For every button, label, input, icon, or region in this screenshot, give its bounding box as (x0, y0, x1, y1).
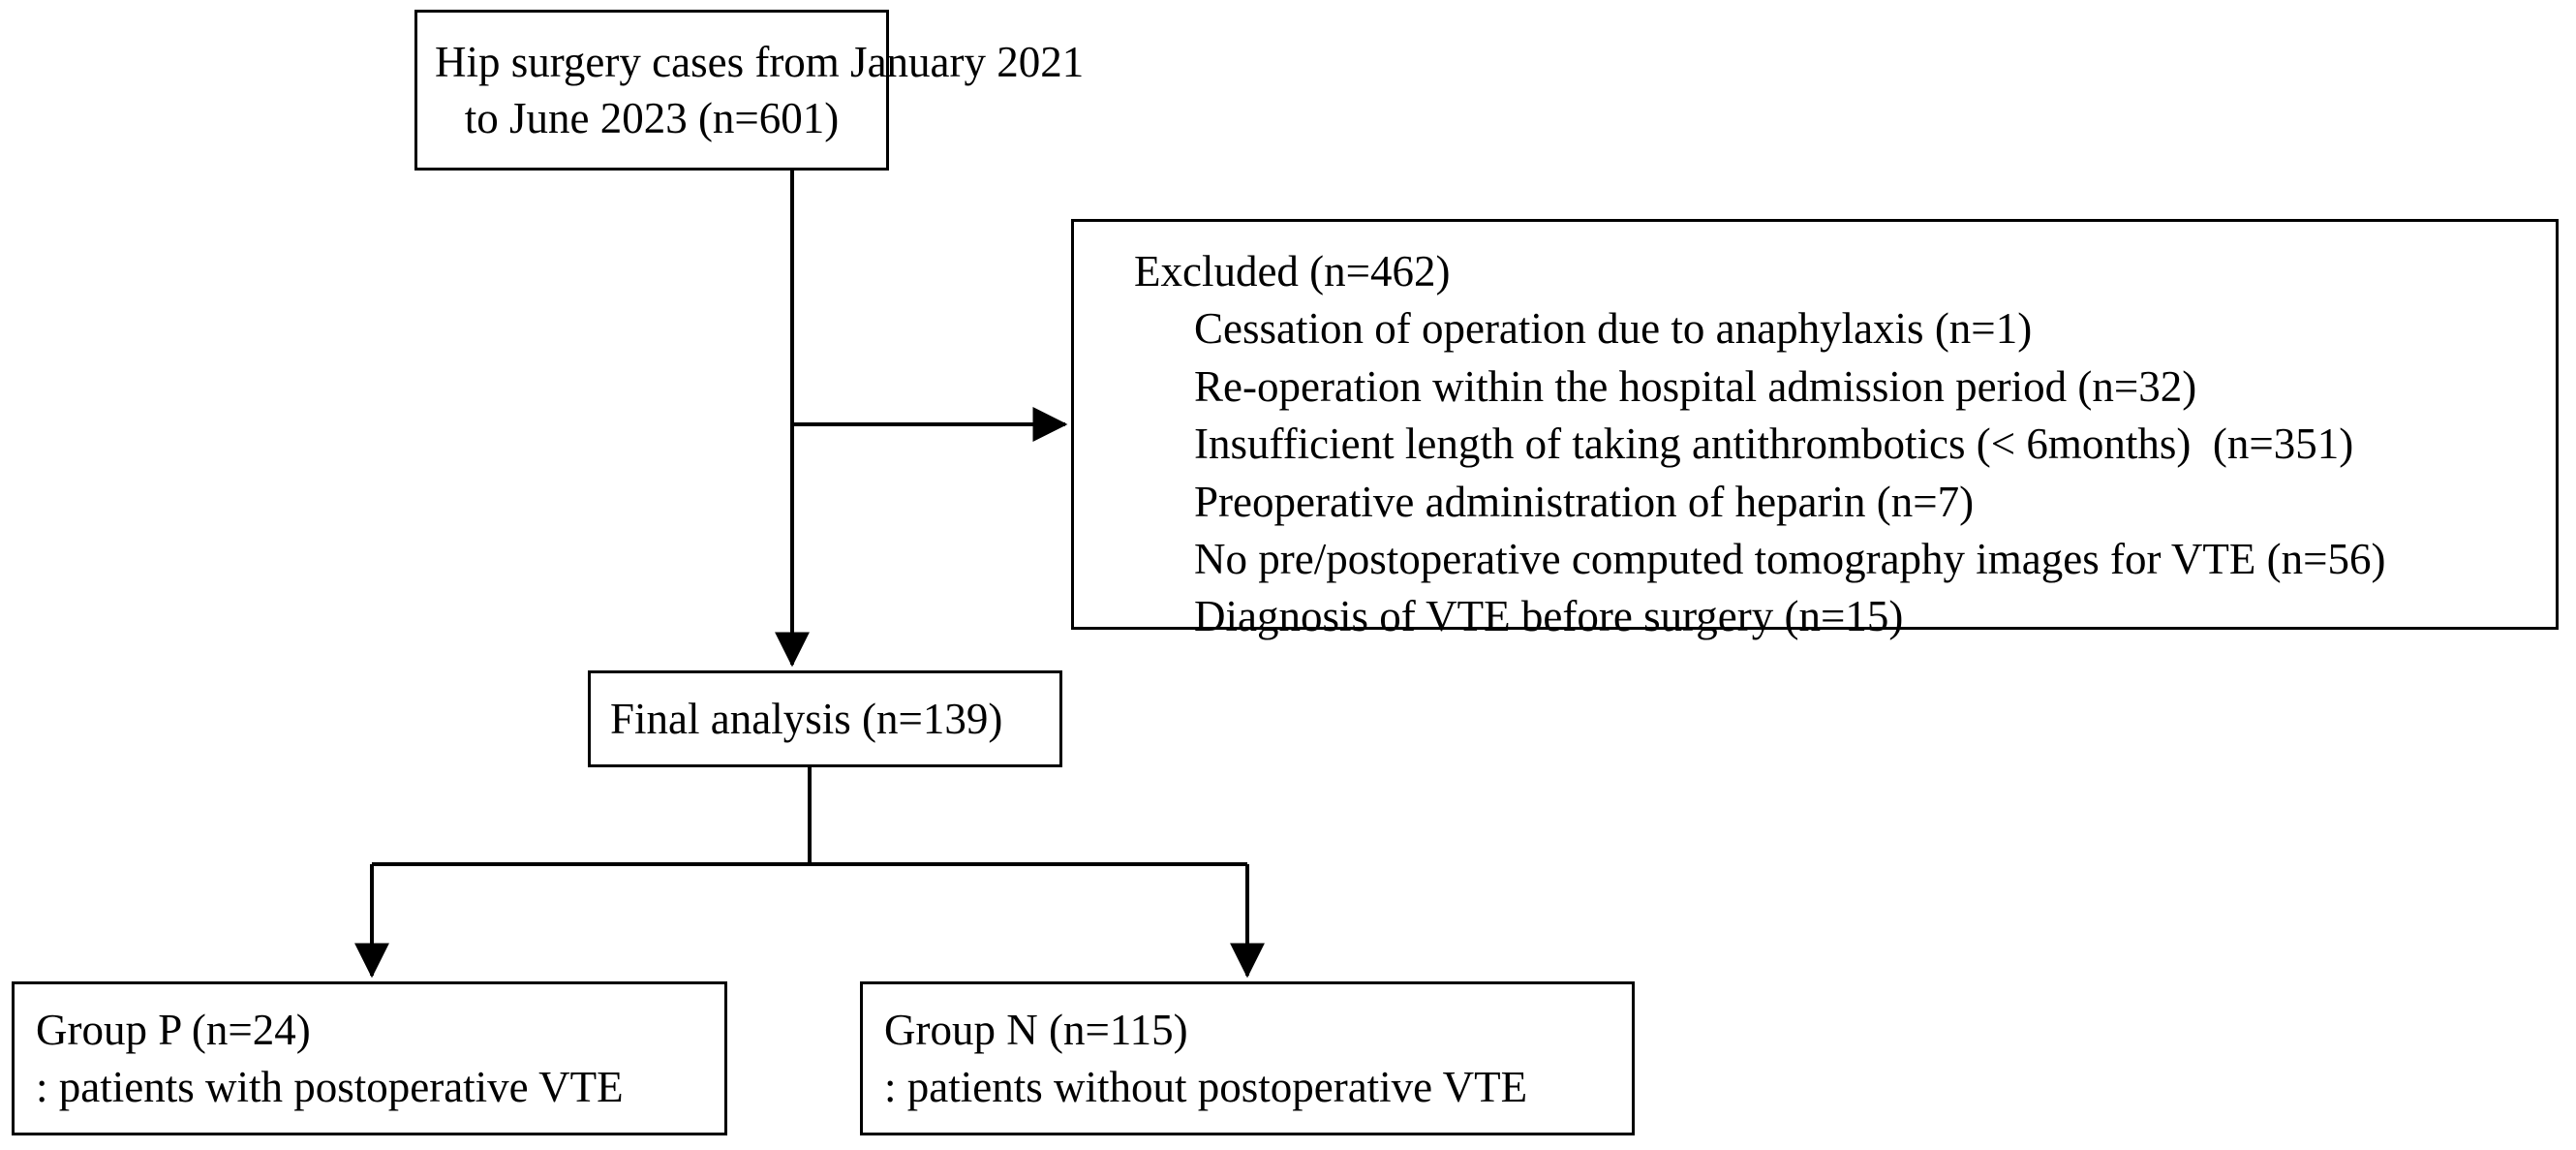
edge-final-split (372, 767, 1247, 866)
final-analysis-label: Final analysis (n=139) (610, 694, 1003, 743)
node-group-p: Group P (n=24) : patients with postopera… (12, 981, 727, 1135)
node-final-analysis: Final analysis (n=139) (588, 670, 1062, 767)
excluded-item-4: Preoperative administration of heparin (… (1194, 477, 1975, 526)
excluded-item-5: No pre/postoperative computed tomography… (1194, 534, 2386, 583)
source-cohort-line-1: Hip surgery cases from January 2021 (435, 37, 1085, 86)
node-source-cohort: Hip surgery cases from January 2021 to J… (414, 10, 1085, 171)
excluded-heading: Excluded (n=462) (1134, 247, 1451, 295)
group-p-description: : patients with postoperative VTE (36, 1062, 624, 1111)
excluded-item-3: Insufficient length of taking antithromb… (1194, 420, 2354, 469)
excluded-item-1: Cessation of operation due to anaphylaxi… (1194, 304, 2033, 354)
node-group-n: Group N (n=115) : patients without posto… (860, 981, 1635, 1135)
node-excluded: Excluded (n=462) Cessation of operation … (1071, 219, 2559, 640)
excluded-item-6: Diagnosis of VTE before surgery (n=15) (1194, 592, 1904, 641)
group-n-description: : patients without postoperative VTE (884, 1062, 1528, 1111)
excluded-item-2: Re-operation within the hospital admissi… (1194, 361, 2197, 411)
group-p-label: Group P (n=24) (36, 1006, 311, 1054)
group-n-label: Group N (n=115) (884, 1006, 1188, 1054)
source-cohort-line-2: to June 2023 (n=601) (464, 94, 840, 142)
